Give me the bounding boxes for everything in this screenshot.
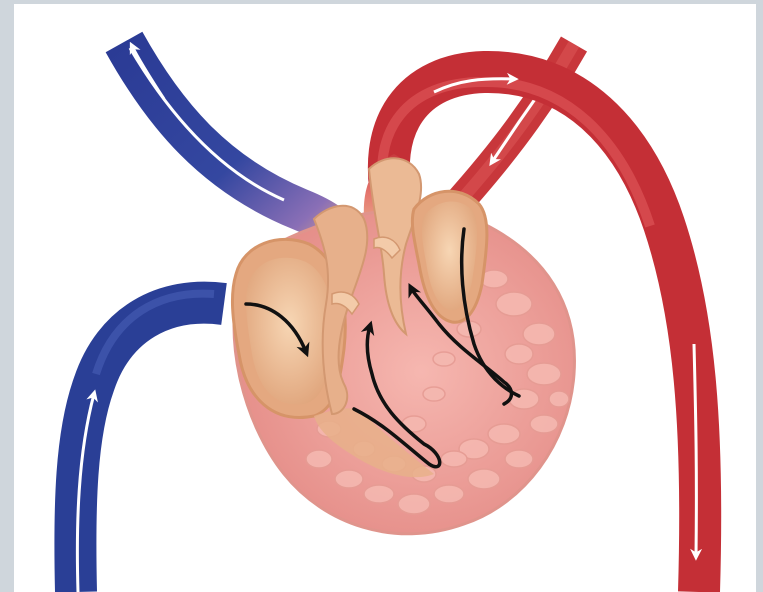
inferior-vena-cava xyxy=(75,294,224,592)
diagram-panel xyxy=(14,4,756,592)
superior-vena-cava xyxy=(124,42,344,244)
heart-diagram xyxy=(14,4,756,592)
